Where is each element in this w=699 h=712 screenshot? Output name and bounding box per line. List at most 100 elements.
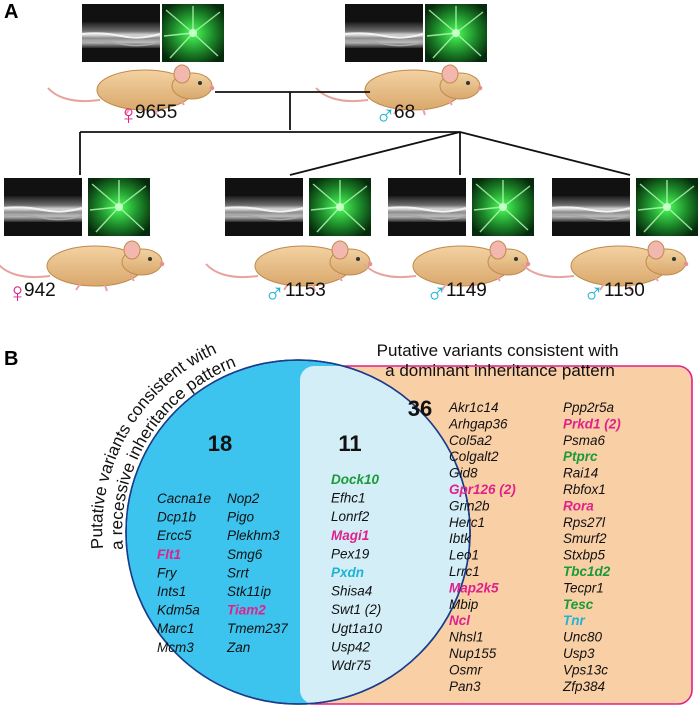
mouse-id-68: 68: [394, 102, 415, 123]
gene-label: Ibtk: [449, 531, 472, 546]
gene-label: Map2k5: [449, 580, 499, 595]
panel-a-label: A: [4, 1, 18, 23]
gene-label: Gid8: [449, 466, 478, 481]
gene-label: Akr1c14: [448, 400, 499, 415]
gene-label: Psma6: [563, 433, 606, 448]
gene-label: Tiam2: [227, 603, 266, 618]
gene-label: Vps13c: [563, 662, 608, 677]
dominant-heading: Putative variants consistent with a domi…: [377, 341, 624, 380]
gene-label: Swt1 (2): [331, 602, 381, 617]
gene-label: Rps27l: [563, 515, 606, 530]
oct-scan-image: [551, 177, 631, 237]
gene-label: Wdr75: [331, 658, 371, 673]
gene-label: Rora: [563, 498, 594, 513]
overlap-count: 11: [338, 431, 361, 456]
gene-label: Colgalt2: [449, 449, 499, 464]
gene-label: Mcm3: [157, 640, 194, 655]
gene-label: Efhc1: [331, 491, 366, 506]
gene-label: Osmr: [449, 662, 482, 677]
mouse-id-942: 942: [24, 280, 56, 301]
oct-scan-image: [387, 177, 467, 237]
gene-label: Nop2: [227, 491, 260, 506]
gene-label: Grin2b: [449, 498, 490, 513]
gene-label: Zfp384: [562, 679, 605, 694]
parent-male-images: [344, 3, 488, 63]
gene-label: Lrrc1: [449, 564, 480, 579]
recessive-set-outline: [125, 359, 471, 705]
oct-scan-image: [3, 177, 83, 237]
gene-label: Nhsl1: [449, 630, 484, 645]
panel-b-label: B: [4, 348, 18, 370]
oct-scan-image: [344, 3, 424, 63]
overlap-gene-list: Dock10Efhc1Lonrf2Magi1Pex19PxdnShisa4Swt…: [331, 472, 383, 673]
pedigree-lines: [79, 91, 631, 176]
gene-label: Smg6: [227, 547, 263, 562]
fundus-image: [161, 3, 225, 63]
gene-label: Stk11ip: [227, 584, 272, 599]
gene-label: Flt1: [157, 547, 181, 562]
male-symbol: ♂: [583, 277, 604, 308]
gene-label: Cacna1e: [157, 491, 211, 506]
male-symbol: ♂: [426, 277, 447, 308]
gene-label: Ncl: [449, 613, 470, 628]
gene-label: Ints1: [157, 584, 186, 599]
gene-label: Tesc: [563, 597, 594, 612]
female-symbol: ♀: [118, 99, 139, 130]
gene-label: Unc80: [563, 630, 603, 645]
mouse-id-1149: 1149: [446, 280, 487, 301]
gene-label: Ppp2r5a: [563, 400, 615, 415]
gene-label: Ercc5: [157, 528, 192, 543]
fundus-image: [635, 177, 699, 237]
gene-label: Plekhm3: [227, 528, 280, 543]
gene-label: Stxbp5: [563, 548, 606, 563]
gene-label: Ugt1a10: [331, 621, 383, 636]
recessive-count: 18: [208, 431, 232, 456]
gene-label: Arhgap36: [448, 416, 508, 431]
gene-label: Pex19: [331, 546, 370, 561]
gene-label: Magi1: [331, 528, 369, 543]
mouse-id-9655: 9655: [135, 102, 177, 123]
gene-label: Tecpr1: [563, 580, 604, 595]
gene-label: Tbc1d2: [563, 564, 611, 579]
oct-scan-image: [224, 177, 304, 237]
male-symbol: ♂: [264, 277, 285, 308]
parent-female-images: [81, 3, 225, 63]
fundus-image: [424, 3, 488, 63]
gene-label: Herc1: [449, 515, 485, 530]
gene-label: Usp42: [331, 639, 371, 654]
gene-label: Zan: [226, 640, 250, 655]
gene-label: Pxdn: [331, 565, 364, 580]
recessive-gene-list: Cacna1eDcp1bErcc5Flt1FryInts1Kdm5aMarc1M…: [157, 491, 288, 655]
gene-label: Leo1: [449, 548, 479, 563]
gene-label: Nup155: [449, 646, 497, 661]
gene-label: Lonrf2: [331, 509, 370, 524]
gene-label: Usp3: [563, 646, 595, 661]
gene-label: Prkd1 (2): [563, 416, 621, 431]
female-symbol: ♀: [7, 277, 28, 308]
gene-label: Pigo: [227, 510, 255, 525]
gene-label: Dock10: [331, 472, 380, 487]
offspring-1149-images: [387, 177, 535, 237]
offspring-942-images: [3, 177, 151, 237]
fundus-image: [471, 177, 535, 237]
mouse-id-1153: 1153: [285, 280, 326, 301]
gene-label: Ptprc: [563, 449, 598, 464]
fundus-image: [87, 177, 151, 237]
fundus-image: [308, 177, 372, 237]
gene-label: Smurf2: [563, 531, 607, 546]
offspring-1153-images: [224, 177, 372, 237]
gene-label: Rai14: [563, 466, 598, 481]
gene-label: Rbfox1: [563, 482, 606, 497]
oct-scan-image: [81, 3, 161, 63]
gene-label: Marc1: [157, 621, 195, 636]
gene-label: Fry: [157, 565, 178, 580]
gene-label: Srrt: [227, 565, 250, 580]
gene-label: Mbip: [449, 597, 479, 612]
gene-label: Tmem237: [227, 621, 288, 636]
gene-label: Shisa4: [331, 584, 372, 599]
gene-label: Dcp1b: [157, 510, 197, 525]
gene-label: Kdm5a: [157, 603, 200, 618]
dominant-gene-list: Akr1c14Arhgap36Col5a2Colgalt2Gid8Gpr126 …: [448, 400, 621, 694]
offspring-1150-images: [551, 177, 699, 237]
